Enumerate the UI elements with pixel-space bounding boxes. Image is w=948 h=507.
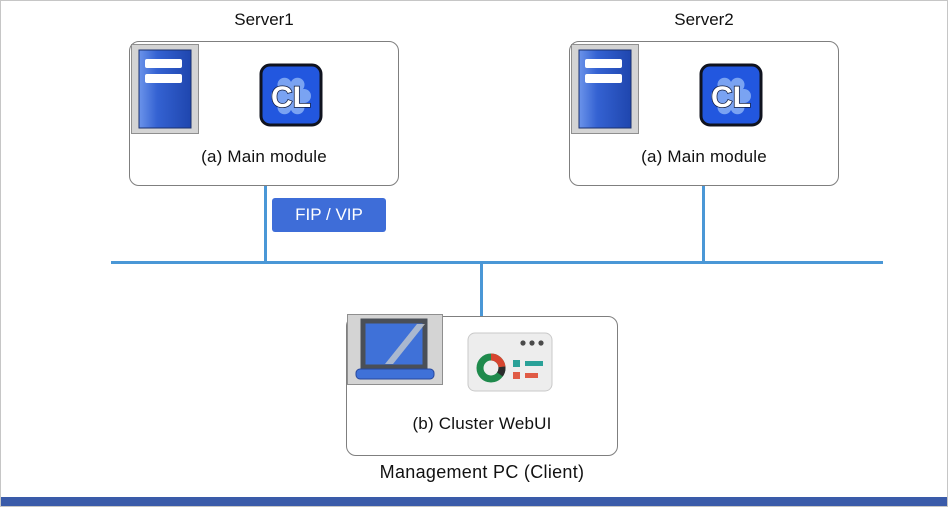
server1-link-line [264,185,267,263]
server1-title: Server1 [234,10,294,29]
cl-app-icon: CL [259,63,323,127]
server-tower-icon [131,44,199,134]
server-tower-icon [571,44,639,134]
server2-box: CL (a) Main module [569,41,839,186]
cl-app-icon: CL [699,63,763,127]
server2-module-label: (a) Main module [641,147,767,166]
webui-browser-icon [467,332,553,392]
fip-vip-badge: FIP / VIP [272,198,386,232]
laptop-icon [347,314,443,385]
management-pc-box: (b) Cluster WebUI [346,314,618,456]
server1-module-label: (a) Main module [201,147,327,166]
svg-text:CL: CL [711,81,751,114]
server1-box: CL (a) Main module [129,41,399,186]
network-line [111,261,883,264]
client-module-label: (b) Cluster WebUI [412,414,552,433]
management-pc-caption: Management PC (Client) [379,462,585,482]
client-link-line [480,263,483,317]
svg-text:CL: CL [271,81,311,114]
footer-bar [1,497,947,506]
server2-title: Server2 [674,10,734,29]
server2-link-line [702,185,705,263]
